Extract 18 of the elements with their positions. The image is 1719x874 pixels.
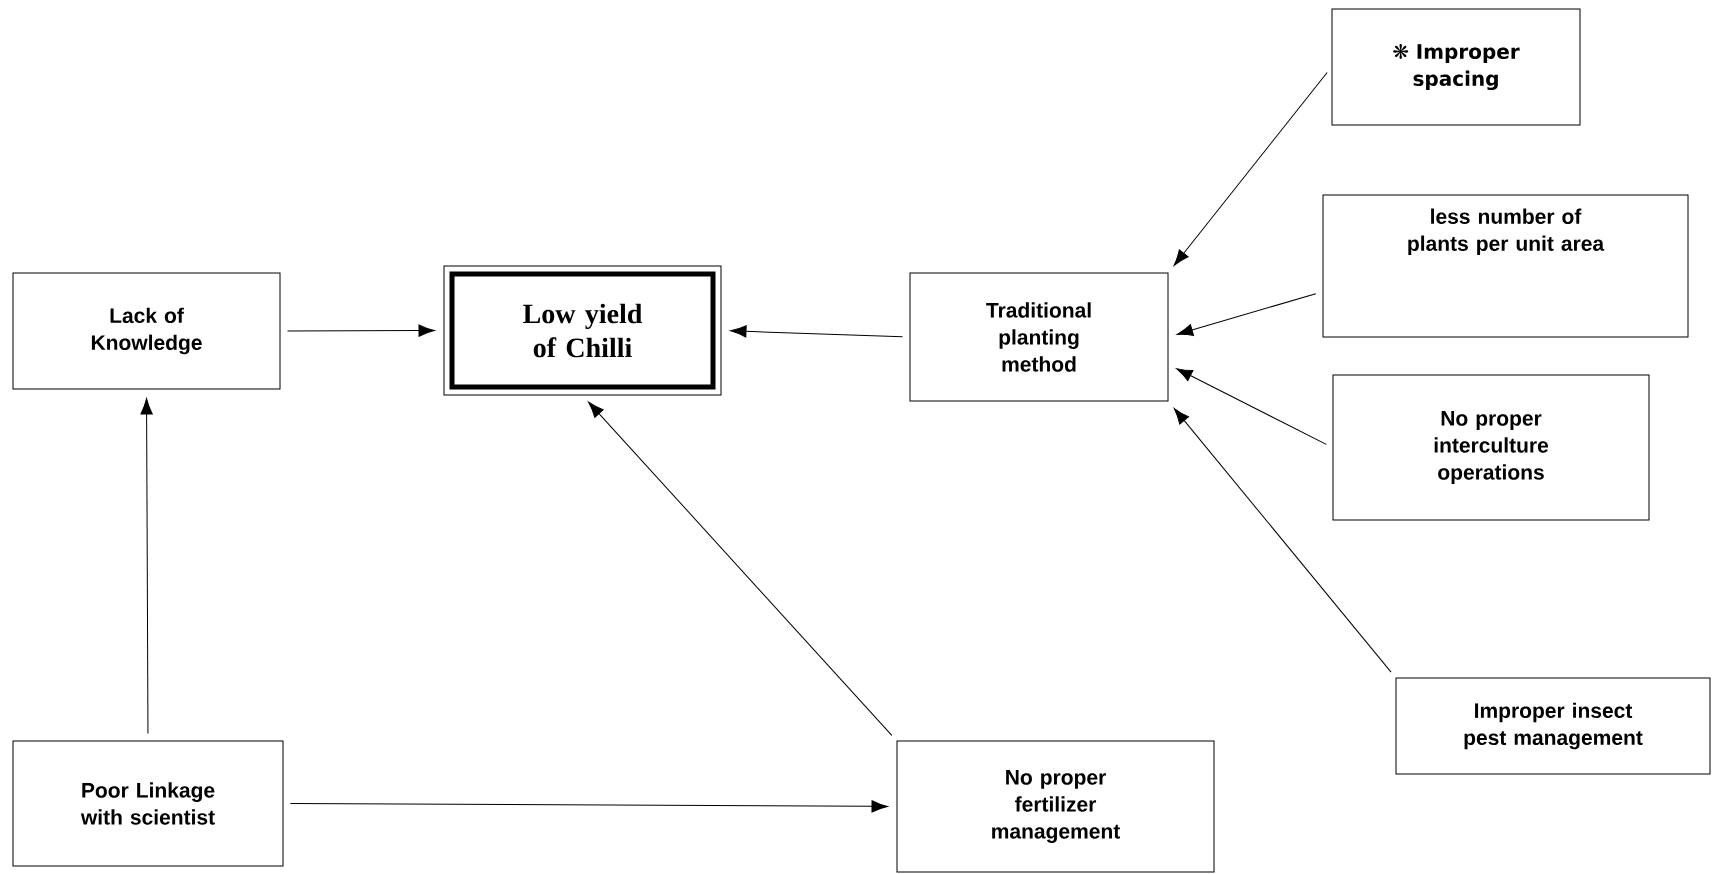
cause-box: No proper interculture operations: [1332, 374, 1650, 521]
cause-box: Poor Linkage with scientist: [12, 740, 284, 867]
cause-box: Lack of Knowledge: [12, 272, 281, 390]
cause-box: ❋ Improper spacing: [1331, 8, 1581, 126]
cause-box: No proper fertilizer management: [896, 740, 1215, 873]
title-box: Low yield of Chilli: [443, 265, 722, 396]
arrow: [1173, 71, 1328, 266]
arrow: [140, 398, 153, 734]
arrow: [730, 325, 903, 338]
arrow: [1173, 408, 1392, 673]
arrow: [290, 800, 888, 813]
arrow: [1176, 293, 1317, 336]
arrow: [287, 324, 435, 337]
cause-box: Improper insect pest management: [1395, 677, 1711, 775]
cause-box: Traditional planting method: [909, 272, 1169, 402]
arrow: [1176, 368, 1327, 445]
cause-box: less number of plants per unit area: [1322, 194, 1689, 338]
arrow: [588, 401, 893, 736]
